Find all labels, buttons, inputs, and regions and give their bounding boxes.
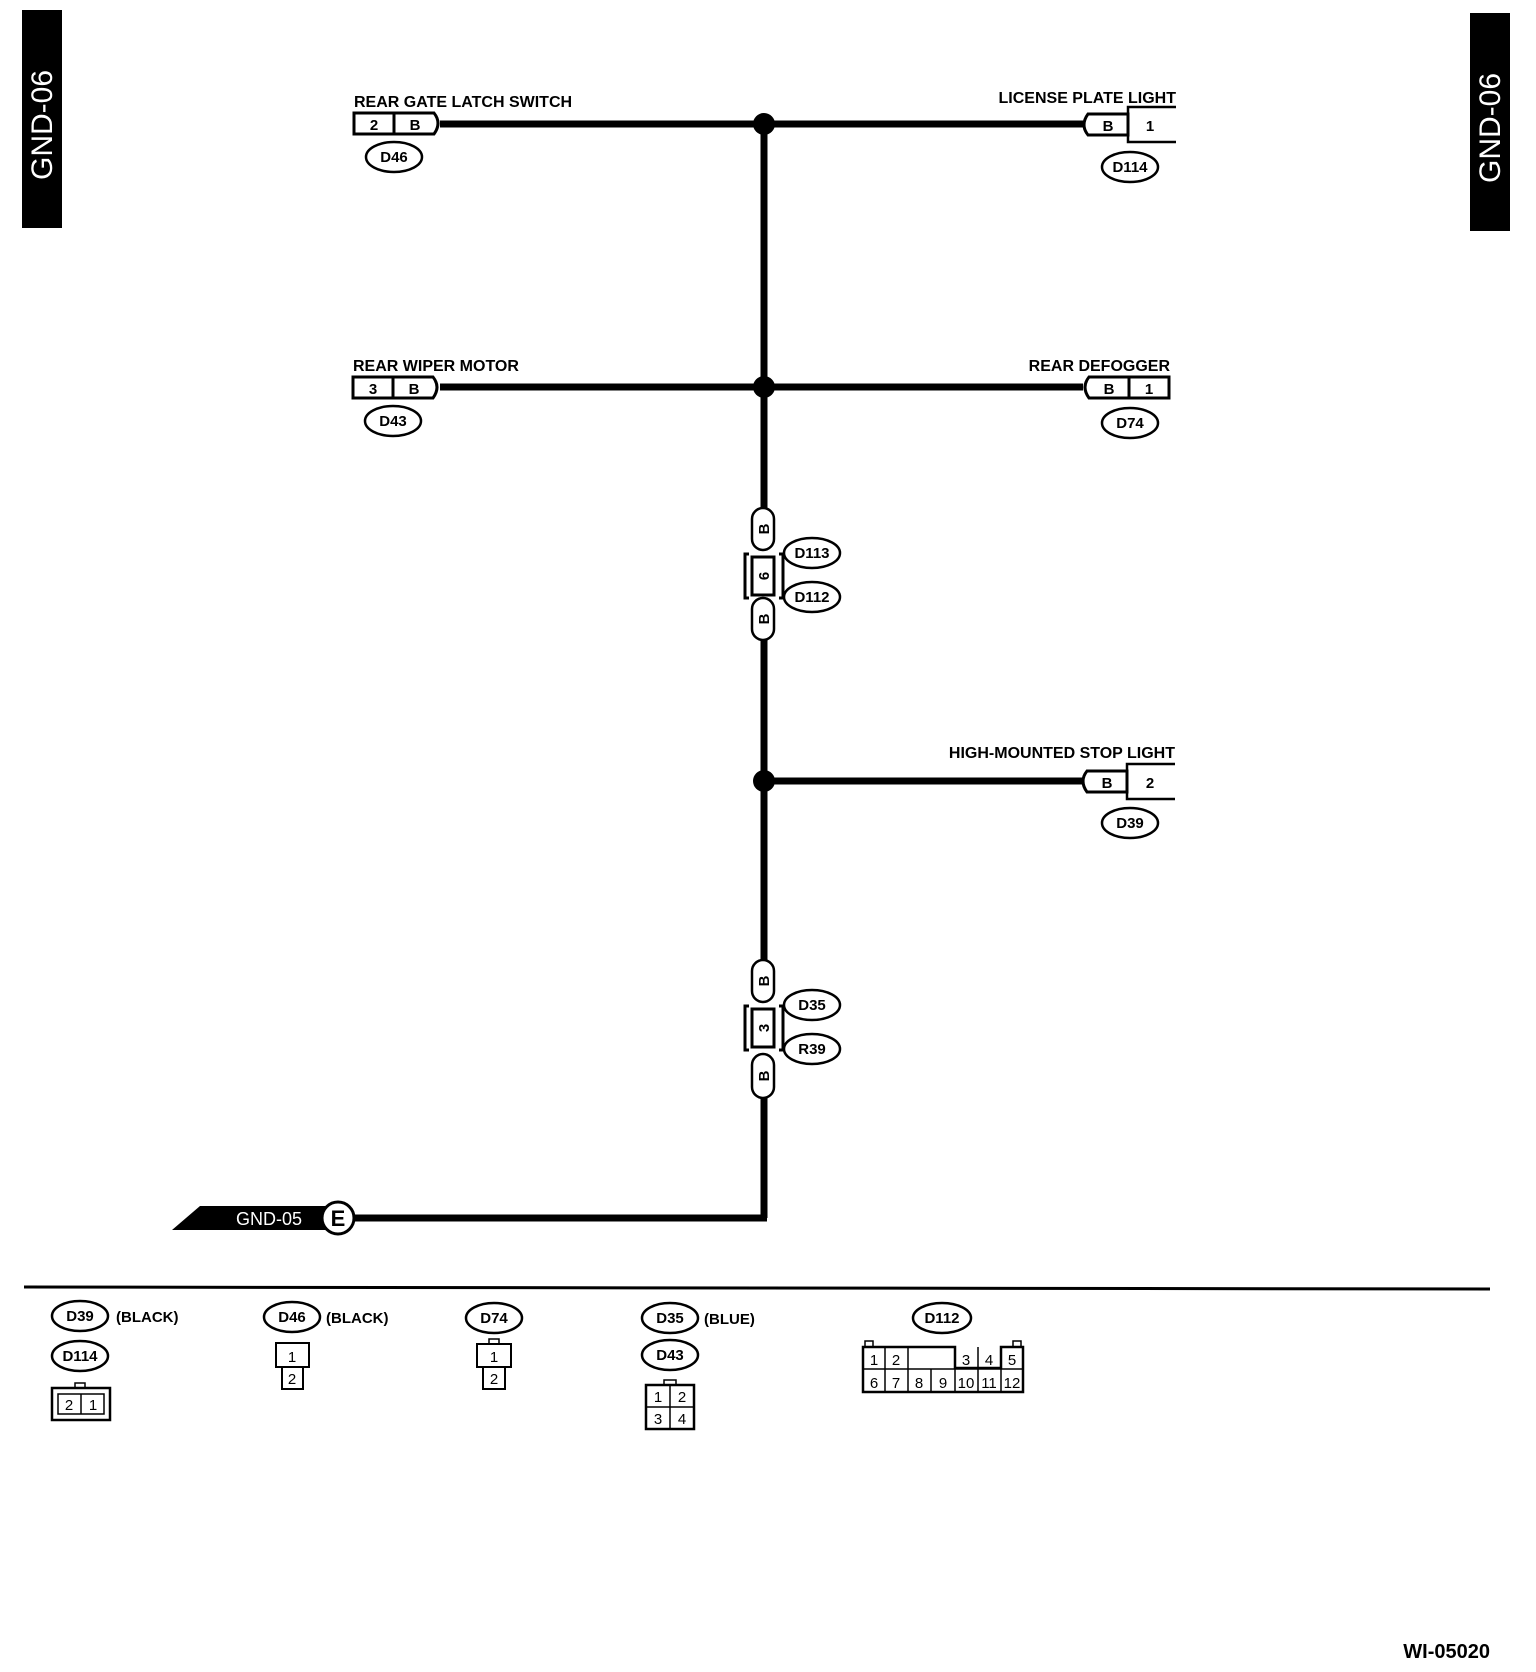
license-plate-light: LICENSE PLATE LIGHT B 1 D114 <box>999 90 1177 184</box>
high-mounted-stop-light: HIGH-MOUNTED STOP LIGHT B 2 D39 <box>949 745 1175 840</box>
connector-id: D114 <box>1112 159 1148 176</box>
junction-connector-d35-r39: B 3 B D35 R39 <box>743 958 842 1100</box>
rear-defogger: REAR DEFOGGER B 1 D74 <box>1029 358 1171 440</box>
svg-text:1: 1 <box>288 1349 296 1366</box>
pin-number: 6 <box>756 572 773 580</box>
connector-id: D35 <box>798 997 826 1014</box>
junction-connector-d113-d112: B 6 B D113 D112 <box>743 506 842 642</box>
svg-text:9: 9 <box>939 1375 947 1392</box>
svg-text:D43: D43 <box>656 1347 684 1364</box>
connector-id: D39 <box>1116 815 1144 832</box>
rear-gate-latch-switch: REAR GATE LATCH SWITCH 2 B D46 <box>352 94 572 174</box>
pin-number: 1 <box>1146 118 1154 135</box>
pin-number: 3 <box>369 381 377 398</box>
svg-text:12: 12 <box>1004 1375 1021 1392</box>
legend-divider <box>23 1285 1491 1291</box>
svg-text:(BLACK): (BLACK) <box>326 1310 388 1327</box>
legend-d39-d114: D39 (BLACK) D114 2 1 <box>50 1299 178 1422</box>
rear-wiper-motor: REAR WIPER MOTOR 3 B D43 <box>351 358 519 438</box>
legend-d35-d43: D35 (BLUE) D43 1 2 3 4 <box>640 1301 755 1431</box>
svg-text:7: 7 <box>892 1375 900 1392</box>
connector-id: D112 <box>794 589 829 606</box>
wire-color: B <box>409 381 420 398</box>
svg-text:D46: D46 <box>278 1309 306 1326</box>
svg-text:4: 4 <box>678 1411 686 1428</box>
svg-text:B: B <box>756 1070 773 1081</box>
svg-text:8: 8 <box>915 1375 923 1392</box>
svg-text:2: 2 <box>678 1389 686 1406</box>
svg-text:4: 4 <box>985 1352 993 1369</box>
component-label: REAR GATE LATCH SWITCH <box>354 94 572 111</box>
svg-text:2: 2 <box>288 1371 296 1388</box>
ground-reference: GND-05 E <box>172 1200 356 1236</box>
svg-text:(BLACK): (BLACK) <box>116 1309 178 1326</box>
connector-id: D46 <box>380 149 408 166</box>
svg-text:3: 3 <box>962 1352 970 1369</box>
component-label: LICENSE PLATE LIGHT <box>999 90 1177 107</box>
svg-text:B: B <box>756 523 773 534</box>
legend-d112: D112 1 2 3 4 5 6 7 8 9 10 11 12 <box>861 1301 1025 1394</box>
svg-text:1: 1 <box>490 1349 498 1366</box>
svg-text:2: 2 <box>65 1397 73 1414</box>
ground-ref-label: GND-05 <box>236 1209 302 1229</box>
component-label: REAR DEFOGGER <box>1029 358 1171 375</box>
ground-symbol: E <box>331 1206 346 1231</box>
svg-text:D74: D74 <box>480 1310 508 1327</box>
pin-number: 2 <box>1146 775 1154 792</box>
splice-points <box>753 113 775 792</box>
pin-number: 1 <box>1145 381 1153 398</box>
wire-color: B <box>1103 118 1114 135</box>
component-label: REAR WIPER MOTOR <box>353 358 519 375</box>
figure-id: WI-05020 <box>1403 1641 1490 1663</box>
connector-id: D74 <box>1116 415 1144 432</box>
wire-color: B <box>410 117 421 134</box>
connector-id: D113 <box>794 545 829 562</box>
svg-text:3: 3 <box>654 1411 662 1428</box>
svg-text:(BLUE): (BLUE) <box>704 1311 755 1328</box>
page-tab-right: GND-06 <box>1470 13 1510 231</box>
connector-id: R39 <box>798 1041 826 1058</box>
svg-text:GND-06: GND-06 <box>26 70 59 180</box>
legend-d74: D74 1 2 <box>464 1301 524 1390</box>
component-label: HIGH-MOUNTED STOP LIGHT <box>949 745 1175 762</box>
wires <box>345 120 1083 1222</box>
wire-color: B <box>1102 775 1113 792</box>
svg-text:11: 11 <box>981 1375 997 1392</box>
svg-text:1: 1 <box>870 1352 878 1369</box>
legend-d46: D46 (BLACK) 1 2 <box>262 1300 388 1390</box>
svg-text:D35: D35 <box>656 1310 684 1327</box>
svg-text:2: 2 <box>892 1352 900 1369</box>
wire-color: B <box>1104 381 1115 398</box>
svg-text:GND-06: GND-06 <box>1474 73 1507 183</box>
page-tab-left: GND-06 <box>22 10 62 228</box>
svg-text:6: 6 <box>870 1375 878 1392</box>
pin-number: 3 <box>756 1024 773 1032</box>
svg-text:B: B <box>756 613 773 624</box>
svg-text:B: B <box>756 975 773 986</box>
svg-text:5: 5 <box>1008 1352 1016 1369</box>
svg-text:1: 1 <box>654 1389 662 1406</box>
pin-number: 2 <box>370 117 378 134</box>
svg-text:D112: D112 <box>924 1310 959 1327</box>
connector-id: D43 <box>379 413 407 430</box>
svg-text:D114: D114 <box>62 1348 98 1365</box>
svg-text:10: 10 <box>958 1375 975 1392</box>
svg-text:2: 2 <box>490 1371 498 1388</box>
svg-text:1: 1 <box>89 1397 97 1414</box>
svg-text:D39: D39 <box>66 1308 94 1325</box>
